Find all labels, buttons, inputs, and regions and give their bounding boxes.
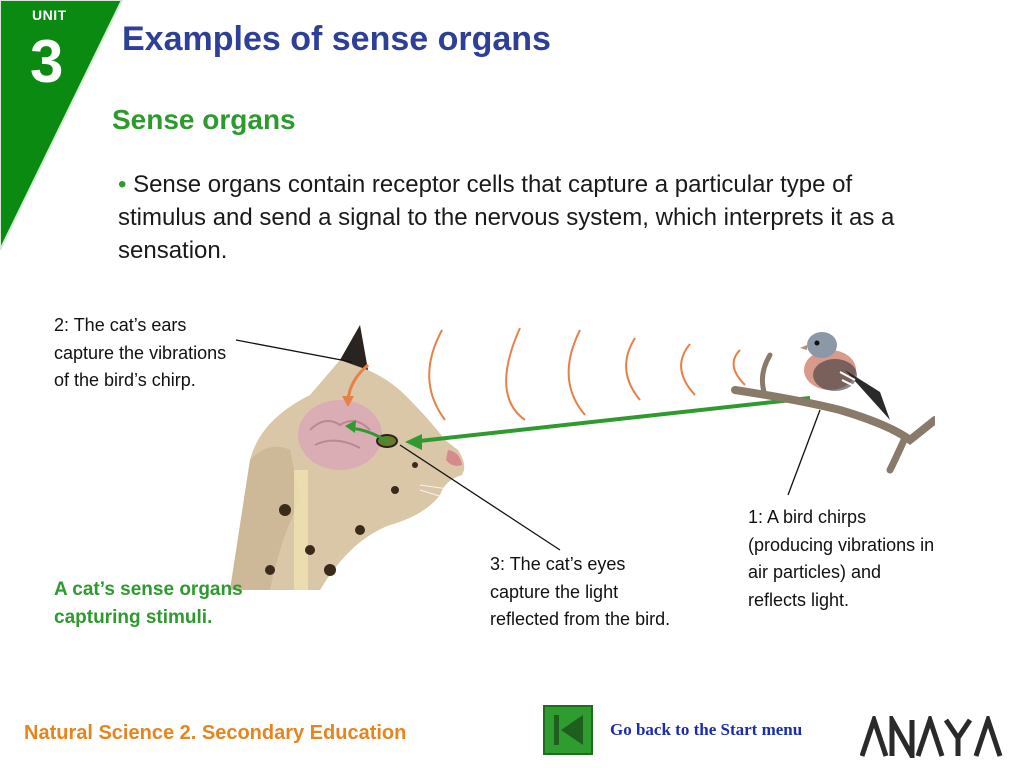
- body-text: Sense organs contain receptor cells that…: [118, 171, 895, 264]
- cat-head-image: [230, 325, 491, 590]
- pointer-lines: [235, 339, 821, 551]
- unit-number: 3: [30, 28, 64, 95]
- label-cat-ears: 2: The cat’s ears capture the vibrations…: [54, 315, 227, 390]
- light-ray: [405, 396, 811, 450]
- section-subtitle: Sense organs: [112, 104, 296, 135]
- body-paragraph: • Sense organs contain receptor cells th…: [118, 168, 918, 267]
- anaya-logo: [860, 716, 1003, 758]
- sound-waves: [428, 327, 746, 421]
- bird-image: [800, 332, 890, 420]
- skip-to-start-icon: [554, 715, 583, 745]
- page-title: Examples of sense organs: [122, 20, 551, 58]
- back-to-start-link[interactable]: Go back to the Start menu: [610, 720, 803, 739]
- start-menu-button[interactable]: [543, 705, 593, 755]
- unit-tab: [0, 0, 124, 250]
- cat-bird-illustration: [230, 325, 935, 590]
- nerve-signal-arrows: [342, 363, 389, 444]
- label-cat-eyes: 3: The cat’s eyes capture the light refl…: [490, 554, 671, 629]
- bullet-marker: •: [118, 171, 127, 198]
- label-bird-chirps: 1: A bird chirps (producing vibrations i…: [748, 507, 935, 610]
- figure-caption: A cat’s sense organs capturing stimuli.: [54, 579, 243, 628]
- branch-image: [731, 352, 935, 474]
- footer-course-title: Natural Science 2. Secondary Education: [24, 722, 407, 744]
- unit-label: UNIT: [32, 7, 67, 23]
